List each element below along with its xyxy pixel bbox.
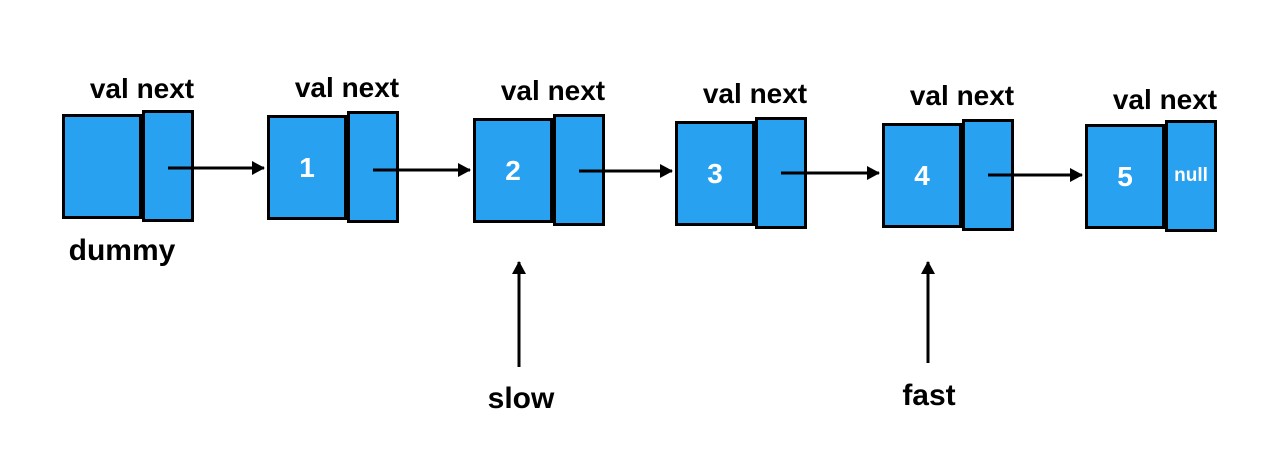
- val-box-dummy: [62, 114, 142, 219]
- fields-label-5: val next: [1112, 84, 1218, 115]
- node-value-4: 4: [914, 159, 930, 191]
- next-value-5: null: [1174, 165, 1208, 186]
- node-value-3: 3: [707, 157, 723, 189]
- next-box-3: [755, 117, 807, 229]
- fields-label-dummy: val next: [89, 73, 195, 104]
- slow-pointer-label: slow: [487, 382, 555, 415]
- fields-label-4: val next: [909, 80, 1015, 111]
- val-box-5: 5: [1085, 124, 1165, 229]
- next-box-1: [347, 111, 399, 223]
- node-value-1: 1: [299, 151, 315, 183]
- fields-label-3: val next: [702, 78, 808, 109]
- val-box-2: 2: [473, 118, 553, 223]
- next-box-4: [962, 119, 1014, 231]
- dummy-caption: dummy: [68, 234, 176, 267]
- next-box-2: [553, 114, 605, 226]
- fast-pointer-label: fast: [902, 379, 956, 412]
- val-box-3: 3: [675, 121, 755, 226]
- node-value-5: 5: [1117, 160, 1133, 192]
- next-box-5: null: [1165, 120, 1217, 232]
- fields-label-1: val next: [294, 72, 400, 103]
- val-box-1: 1: [267, 115, 347, 220]
- fields-label-2: val next: [500, 75, 606, 106]
- val-box-4: 4: [882, 123, 962, 228]
- node-value-2: 2: [505, 154, 521, 186]
- next-box-dummy: [142, 110, 194, 222]
